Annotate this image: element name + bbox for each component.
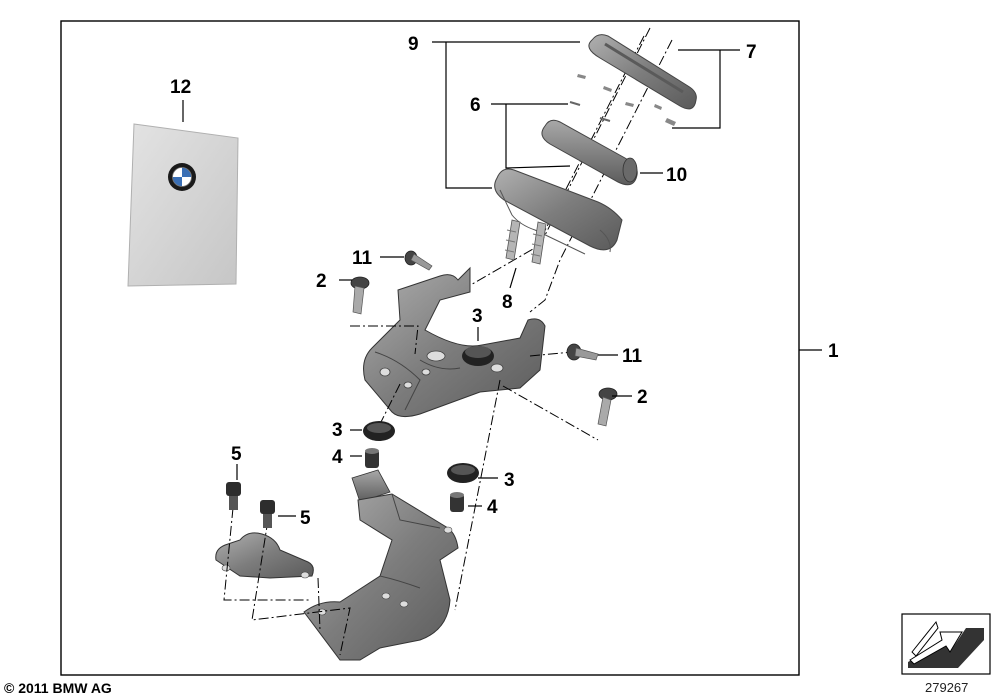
callout-3: 3 (504, 470, 515, 491)
callout-4: 4 (332, 447, 343, 468)
callout-6: 6 (470, 95, 481, 116)
arrow-pointer-icon[interactable] (901, 613, 991, 675)
spacer-sleeve (450, 492, 464, 512)
spacer-sleeve (365, 448, 379, 468)
lower-mount (303, 469, 459, 661)
leader-lines (236, 41, 740, 517)
instruction-booklet (127, 100, 239, 287)
callout-3: 3 (332, 420, 343, 441)
callout-4: 4 (487, 497, 498, 518)
bolt-screw (260, 500, 275, 528)
callout-9: 9 (408, 34, 419, 55)
assembly-frame (60, 20, 800, 676)
callout-3: 3 (472, 306, 483, 327)
callout-11: 11 (622, 346, 643, 367)
lower-clamp (215, 507, 351, 656)
bolt-screw (597, 387, 618, 427)
reference-number: 279267 (925, 680, 969, 695)
callout-10: 10 (666, 165, 687, 186)
callout-11: 11 (352, 248, 373, 269)
callout-8: 8 (502, 292, 513, 313)
callout-2: 2 (637, 387, 648, 408)
bolt-screw (404, 250, 433, 271)
rubber-grommet (363, 421, 395, 441)
callout-7: 7 (746, 42, 757, 63)
main-bracket (350, 266, 599, 611)
rubber-grommet (447, 463, 479, 483)
callout-12: 12 (170, 77, 191, 98)
bmw-roundel-icon (168, 163, 196, 191)
bolt-screw (350, 276, 370, 315)
copyright-text: © 2011 BMW AG (4, 680, 112, 696)
callout-5: 5 (300, 508, 311, 529)
bolt-screw (566, 343, 599, 361)
clamp-assembly (461, 27, 697, 313)
rubber-grommet (462, 346, 494, 366)
bolt-screw (226, 482, 241, 510)
callout-2: 2 (316, 271, 327, 292)
callout-5: 5 (231, 444, 242, 465)
callout-1: 1 (828, 341, 839, 362)
